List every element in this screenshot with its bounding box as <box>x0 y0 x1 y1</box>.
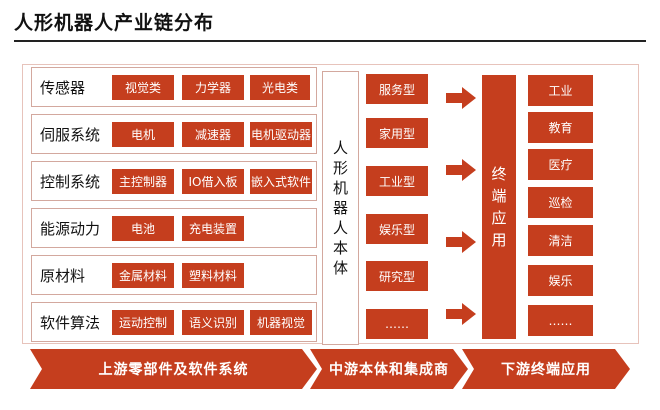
category-servo: 伺服系统 电机 减速器 电机驱动器 <box>31 114 317 154</box>
application-box: 清洁 <box>528 225 593 256</box>
robot-type-box: 研究型 <box>366 261 428 291</box>
application-box: 医疗 <box>528 149 593 180</box>
component-box: 视觉类 <box>112 75 174 100</box>
component-box: 电机驱动器 <box>250 122 312 147</box>
application-box: 教育 <box>528 112 593 143</box>
terminal-label: 终端应用 <box>491 165 507 249</box>
category-materials: 原材料 金属材料 塑料材料 <box>31 255 317 295</box>
robot-type-box: 工业型 <box>366 166 428 196</box>
application-box: 工业 <box>528 75 593 106</box>
category-sensors: 传感器 视觉类 力学器 光电类 <box>31 67 317 107</box>
application-box: 巡检 <box>528 187 593 218</box>
component-box: IO借入板 <box>182 169 244 194</box>
robot-type-box: 娱乐型 <box>366 214 428 244</box>
category-name: 控制系统 <box>40 172 101 191</box>
component-box: 语义识别 <box>182 310 244 335</box>
component-box: 电机 <box>112 122 174 147</box>
robot-body-panel: 人形机器人本体 <box>322 71 359 345</box>
category-name: 软件算法 <box>40 313 101 332</box>
banner-midstream: 中游本体和集成商 <box>310 349 468 389</box>
banner-label: 下游终端应用 <box>501 362 591 378</box>
component-box: 运动控制 <box>112 310 174 335</box>
application-box: …… <box>528 305 593 336</box>
banner-upstream: 上游零部件及软件系统 <box>30 349 317 389</box>
robot-body-label: 人形机器人本体 <box>332 139 348 277</box>
right-arrow-icon <box>446 159 476 181</box>
component-box: 力学器 <box>182 75 244 100</box>
category-name: 传感器 <box>40 78 86 97</box>
banner-shape <box>30 349 317 389</box>
component-box: 嵌入式软件 <box>250 169 312 194</box>
category-name: 能源动力 <box>40 219 101 238</box>
banner-shape <box>462 349 630 389</box>
robot-type-box: 服务型 <box>366 74 428 104</box>
title-divider <box>14 40 646 42</box>
terminal-application-bar: 终端应用 <box>482 75 516 339</box>
right-arrow-icon <box>446 231 476 253</box>
category-name: 伺服系统 <box>40 125 101 144</box>
component-box: 塑料材料 <box>182 263 244 288</box>
category-software: 软件算法 运动控制 语义识别 机器视觉 <box>31 302 317 342</box>
category-energy: 能源动力 电池 充电装置 <box>31 208 317 248</box>
component-box: 充电装置 <box>182 216 244 241</box>
category-control: 控制系统 主控制器 IO借入板 嵌入式软件 <box>31 161 317 201</box>
component-box: 光电类 <box>250 75 310 100</box>
component-box: 金属材料 <box>112 263 174 288</box>
component-box: 机器视觉 <box>250 310 312 335</box>
application-box: 娱乐 <box>528 265 593 296</box>
banner-label: 中游本体和集成商 <box>329 362 449 378</box>
banner-downstream: 下游终端应用 <box>462 349 630 389</box>
component-box: 减速器 <box>182 122 244 147</box>
robot-type-box: …… <box>366 309 428 339</box>
component-box: 主控制器 <box>112 169 174 194</box>
category-name: 原材料 <box>40 266 86 285</box>
right-arrow-icon <box>446 87 476 109</box>
component-box: 电池 <box>112 216 174 241</box>
robot-type-box: 家用型 <box>366 118 428 148</box>
banner-shape <box>310 349 468 389</box>
banner-label: 上游零部件及软件系统 <box>98 362 249 378</box>
page-title: 人形机器人产业链分布 <box>14 12 215 34</box>
right-arrow-icon <box>446 303 476 325</box>
